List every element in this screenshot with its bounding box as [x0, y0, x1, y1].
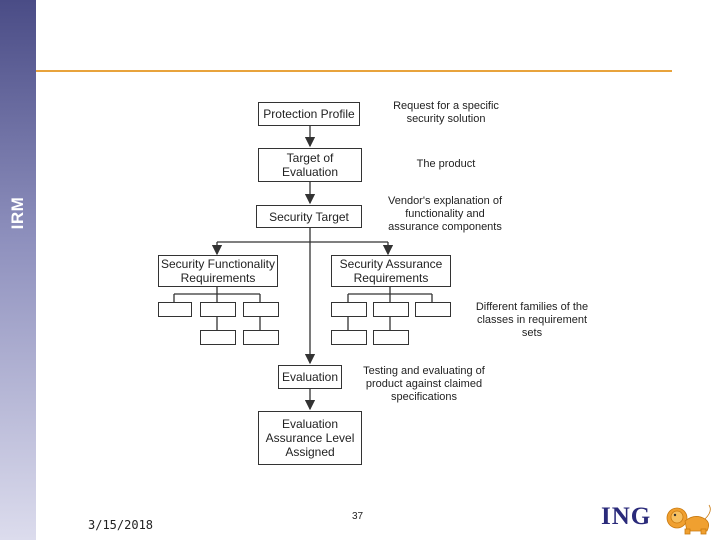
lion-icon: [666, 504, 711, 535]
family-box: [373, 330, 409, 345]
family-box: [243, 302, 279, 317]
family-box: [331, 330, 367, 345]
testing-note: Testing and evaluating of product agains…: [363, 365, 485, 403]
product-note: The product: [416, 158, 476, 170]
request-note: Request for a specific security solution: [393, 100, 499, 125]
functionality-requirements-box: Security Functionality Requirements: [158, 255, 278, 287]
family-box: [243, 330, 279, 345]
security-target-box: Security Target: [256, 205, 362, 228]
evaluation-box: Evaluation: [278, 365, 342, 389]
assurance-level-box: Evaluation Assurance Level Assigned: [258, 411, 362, 465]
families-note: Different families of the classes in req…: [475, 301, 589, 339]
family-box: [158, 302, 192, 317]
vendor-note: Vendor's explanation of functionality an…: [387, 195, 503, 233]
ing-logo-text: ING: [601, 503, 652, 530]
sidebar: IRM: [0, 0, 36, 540]
protection-profile-box: Protection Profile: [258, 102, 360, 126]
assurance-requirements-box: Security Assurance Requirements: [331, 255, 451, 287]
title-divider: [36, 70, 672, 72]
family-box: [415, 302, 451, 317]
family-box: [373, 302, 409, 317]
family-box: [200, 302, 236, 317]
page-number: 37: [352, 511, 364, 522]
target-of-evaluation-box: Target of Evaluation: [258, 148, 362, 182]
footer-date: 3/15/2018: [88, 518, 154, 532]
ing-logo: ING: [601, 501, 716, 537]
family-box: [331, 302, 367, 317]
family-box: [200, 330, 236, 345]
